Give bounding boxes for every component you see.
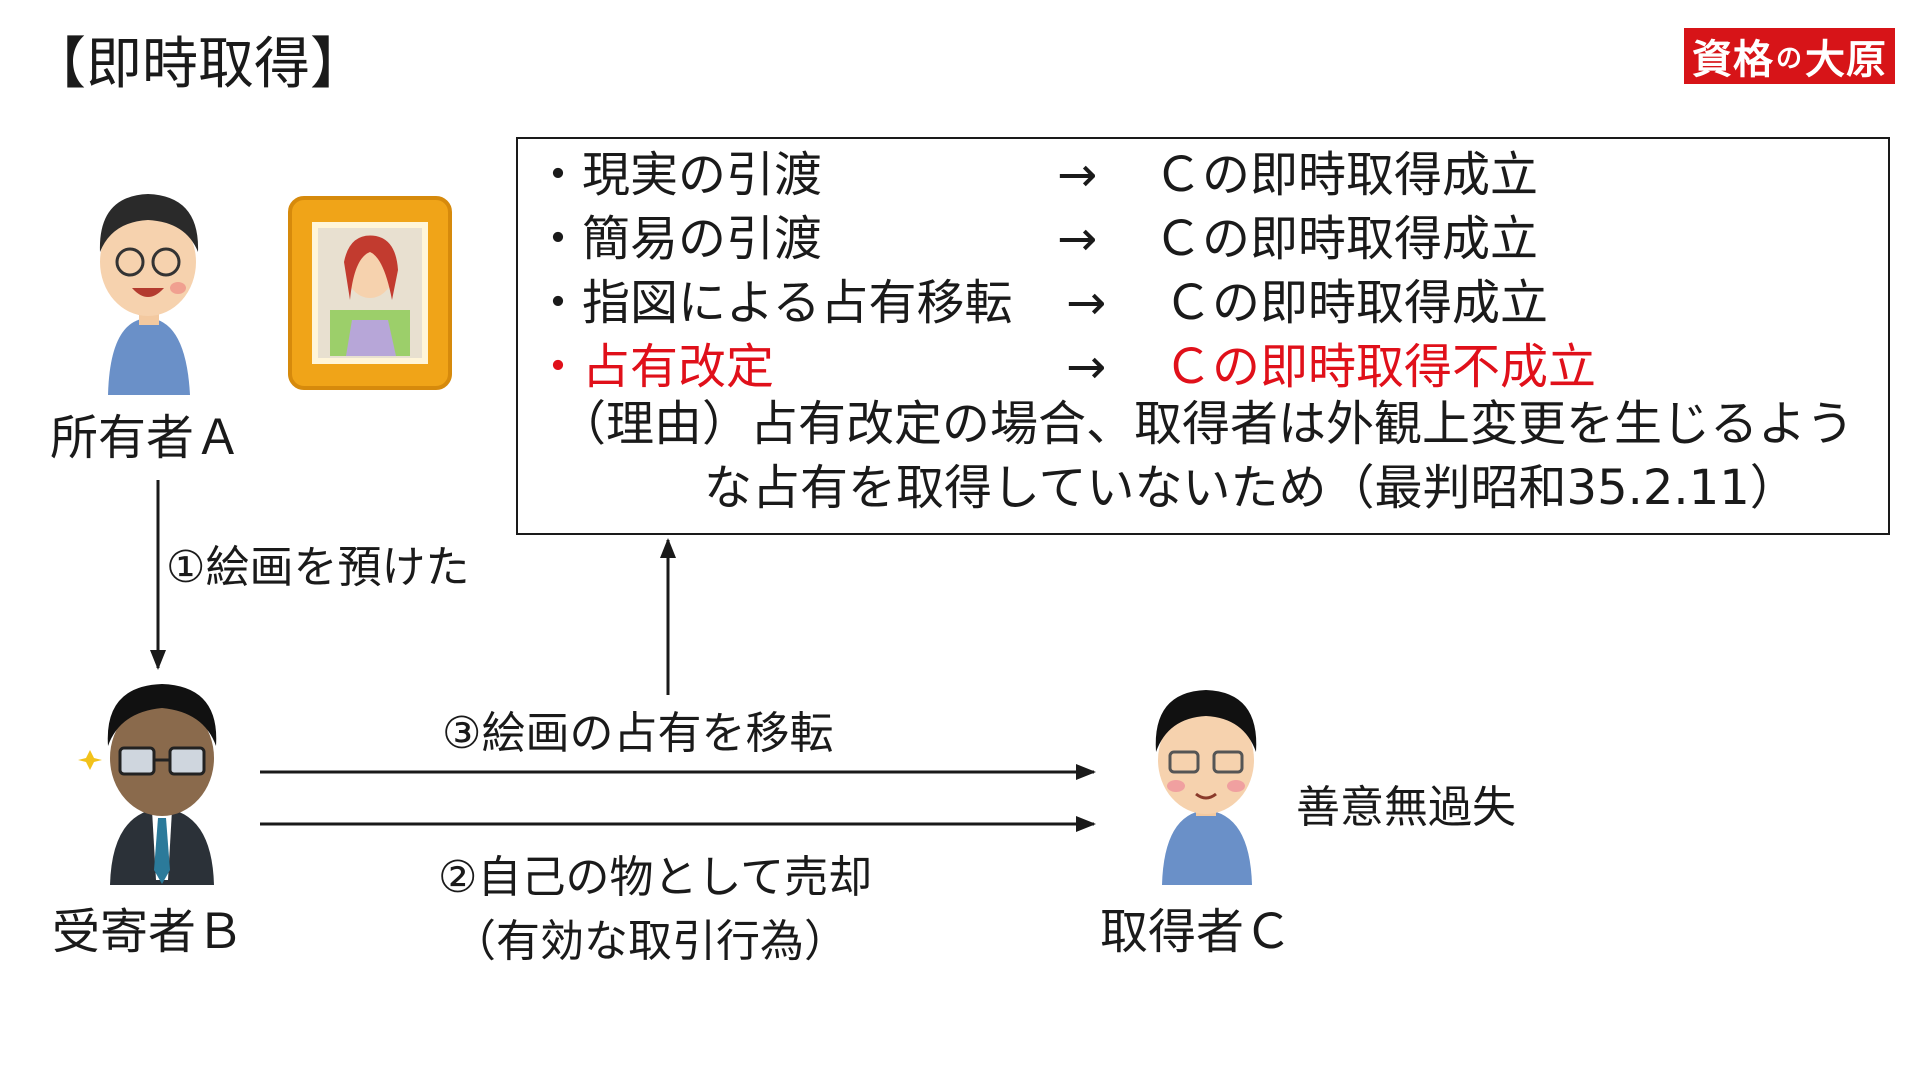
sale-sublabel: （有効な取引行為） — [452, 916, 848, 967]
right-arrow-icon: → — [1057, 211, 1098, 267]
acquirer-c-illustration — [1155, 690, 1257, 885]
rule-result: Ｃの即時取得成立 — [1164, 275, 1549, 331]
rule-item: ・簡易の引渡 — [534, 211, 823, 267]
rule-result: Ｃの即時取得不成立 — [1164, 339, 1597, 395]
painting-illustration — [288, 196, 452, 390]
logo-text-shikaku: 資格 — [1691, 37, 1774, 83]
transfer-label: ③絵画の占有を移転 — [442, 708, 834, 759]
rule-item: ・現実の引渡 — [534, 147, 823, 203]
rule-item: ・指図による占有移転 — [534, 275, 1013, 331]
logo-text-ohara: 大原 — [1805, 37, 1887, 83]
sale-label: ②自己の物として売却 — [438, 852, 873, 903]
rule-result: Ｃの即時取得成立 — [1154, 147, 1539, 203]
deposit-label: ①絵画を預けた — [166, 542, 470, 593]
reason-line: な占有を取得していないため（最判昭和35.2.11） — [704, 460, 1798, 516]
owner-a-illustration — [99, 194, 199, 395]
page-title: 【即時取得】 — [30, 32, 366, 97]
logo-text-no: の — [1775, 43, 1803, 74]
brand-logo: 資格の大原 — [1684, 28, 1895, 84]
actor-c-label: 取得者Ｃ — [1100, 904, 1293, 960]
right-arrow-icon: → — [1057, 147, 1098, 203]
good-faith-label: 善意無過失 — [1296, 782, 1516, 833]
bailee-b-illustration — [78, 684, 217, 885]
rule-item: ・占有改定 — [534, 339, 775, 395]
right-arrow-icon: → — [1066, 275, 1107, 331]
rule-result: Ｃの即時取得成立 — [1154, 211, 1539, 267]
rule-box: ・現実の引渡 → Ｃの即時取得成立 ・簡易の引渡 → Ｃの即時取得成立 ・指図に… — [516, 137, 1890, 535]
actor-a-label: 所有者Ａ — [50, 410, 243, 466]
actor-b-label: 受寄者Ｂ — [52, 904, 245, 960]
right-arrow-icon: → — [1066, 339, 1107, 395]
reason-line: （理由）占有改定の場合、取得者は外観上変更を生じるよう — [558, 396, 1855, 452]
